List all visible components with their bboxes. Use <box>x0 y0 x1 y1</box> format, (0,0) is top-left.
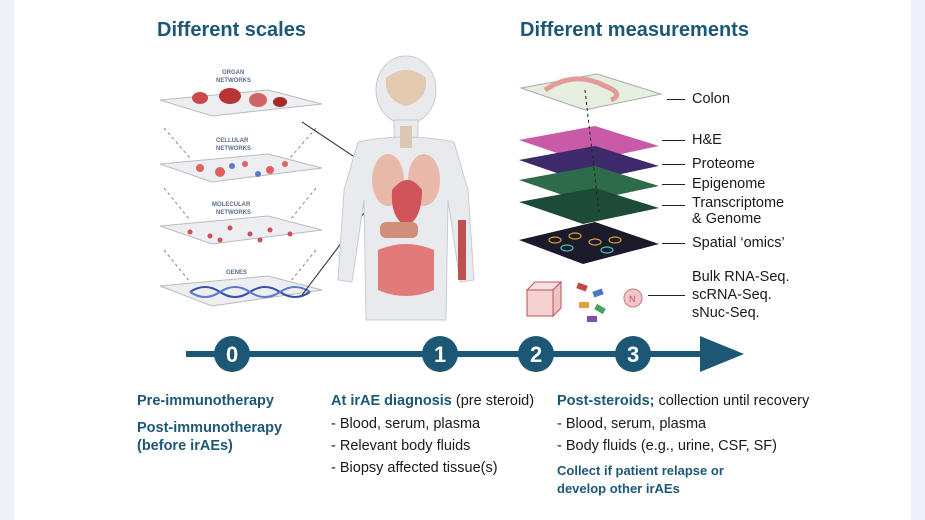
nucleus-icon: N <box>629 294 636 304</box>
human-body-illustration <box>337 55 475 321</box>
he-pointer <box>662 140 685 141</box>
timeline-point-3 <box>615 336 651 372</box>
relapse-note: Collect if patient relapse or develop ot… <box>557 462 724 498</box>
molecular-label: MOLECULAR <box>212 202 251 208</box>
epigenome-pointer <box>662 184 685 185</box>
sequencing-pointer <box>648 295 685 296</box>
snuc-label: sNuc-Seq. <box>692 305 760 321</box>
transcriptome-label: Transcriptome <box>692 195 785 211</box>
post-steroids-heading: Post-steroids; collection until recovery <box>557 391 809 412</box>
proteome-label: Proteome <box>692 156 755 172</box>
relapse-note-line2: develop other irAEs <box>557 481 680 496</box>
measurements-stack-illustration: N <box>519 73 663 322</box>
colon-pointer <box>667 99 685 100</box>
post-immunotherapy-line2: (before irAEs) <box>137 438 233 454</box>
post-immunotherapy-line1: Post-immunotherapy <box>137 420 283 436</box>
irae-item-2: - Biopsy affected tissue(s) <box>331 460 498 476</box>
timeline-label-2: 2 <box>530 342 542 367</box>
organ-label: ORGAN <box>222 70 244 76</box>
post-steroids-bold: Post-steroids; <box>557 393 655 409</box>
bulk-rna-label: Bulk RNA-Seq. <box>692 269 790 285</box>
epigenome-label: Epigenome <box>692 176 766 192</box>
colon-label: Colon <box>692 91 730 107</box>
post-immunotherapy: Post-immunotherapy (before irAEs) <box>137 419 282 455</box>
pre-immunotherapy: Pre-immunotherapy <box>137 393 274 409</box>
timeline-label-3: 3 <box>627 342 639 367</box>
spatial-pointer <box>662 243 685 244</box>
timeline-label-0: 0 <box>226 342 238 367</box>
genome-label: & Genome <box>692 211 762 227</box>
cellular-networks-label: NETWORKS <box>216 146 251 152</box>
cellular-label: CELLULAR <box>216 138 249 144</box>
scrna-label: scRNA-Seq. <box>692 287 772 303</box>
irae-item-1: - Relevant body fluids <box>331 438 471 454</box>
scales-title: Different scales <box>157 19 306 41</box>
spatial-label: Spatial ‘omics’ <box>692 235 785 251</box>
transcriptome-pointer <box>662 205 685 206</box>
steroids-item-1: - Body fluids (e.g., urine, CSF, SF) <box>557 438 777 454</box>
genes-label: GENES <box>226 270 247 276</box>
steroids-item-0: - Blood, serum, plasma <box>557 416 707 432</box>
measurements-title: Different measurements <box>520 19 749 41</box>
irae-diagnosis-heading: At irAE diagnosis (pre steroid) <box>331 391 534 412</box>
timeline-point-0 <box>214 336 250 372</box>
scales-stack-illustration: ORGAN NETWORKS CELLULAR NETWORKS MOLECUL… <box>159 70 323 307</box>
relapse-note-line1: Collect if patient relapse or <box>557 463 724 478</box>
molecular-networks-label: NETWORKS <box>216 210 251 216</box>
timeline-point-1 <box>422 336 458 372</box>
irae-diagnosis-rest: (pre steroid) <box>451 393 535 409</box>
post-steroids-rest: collection until recovery <box>654 393 810 409</box>
timeline-label-1: 1 <box>434 342 446 367</box>
organ-networks-label: NETWORKS <box>216 78 251 84</box>
he-label: H&E <box>692 132 722 148</box>
timeline: 0 1 2 3 <box>186 336 744 372</box>
timeline-point-2 <box>518 336 554 372</box>
irae-item-0: - Blood, serum, plasma <box>331 416 481 432</box>
irae-diagnosis-bold: At irAE diagnosis <box>331 393 452 409</box>
proteome-pointer <box>662 164 685 165</box>
